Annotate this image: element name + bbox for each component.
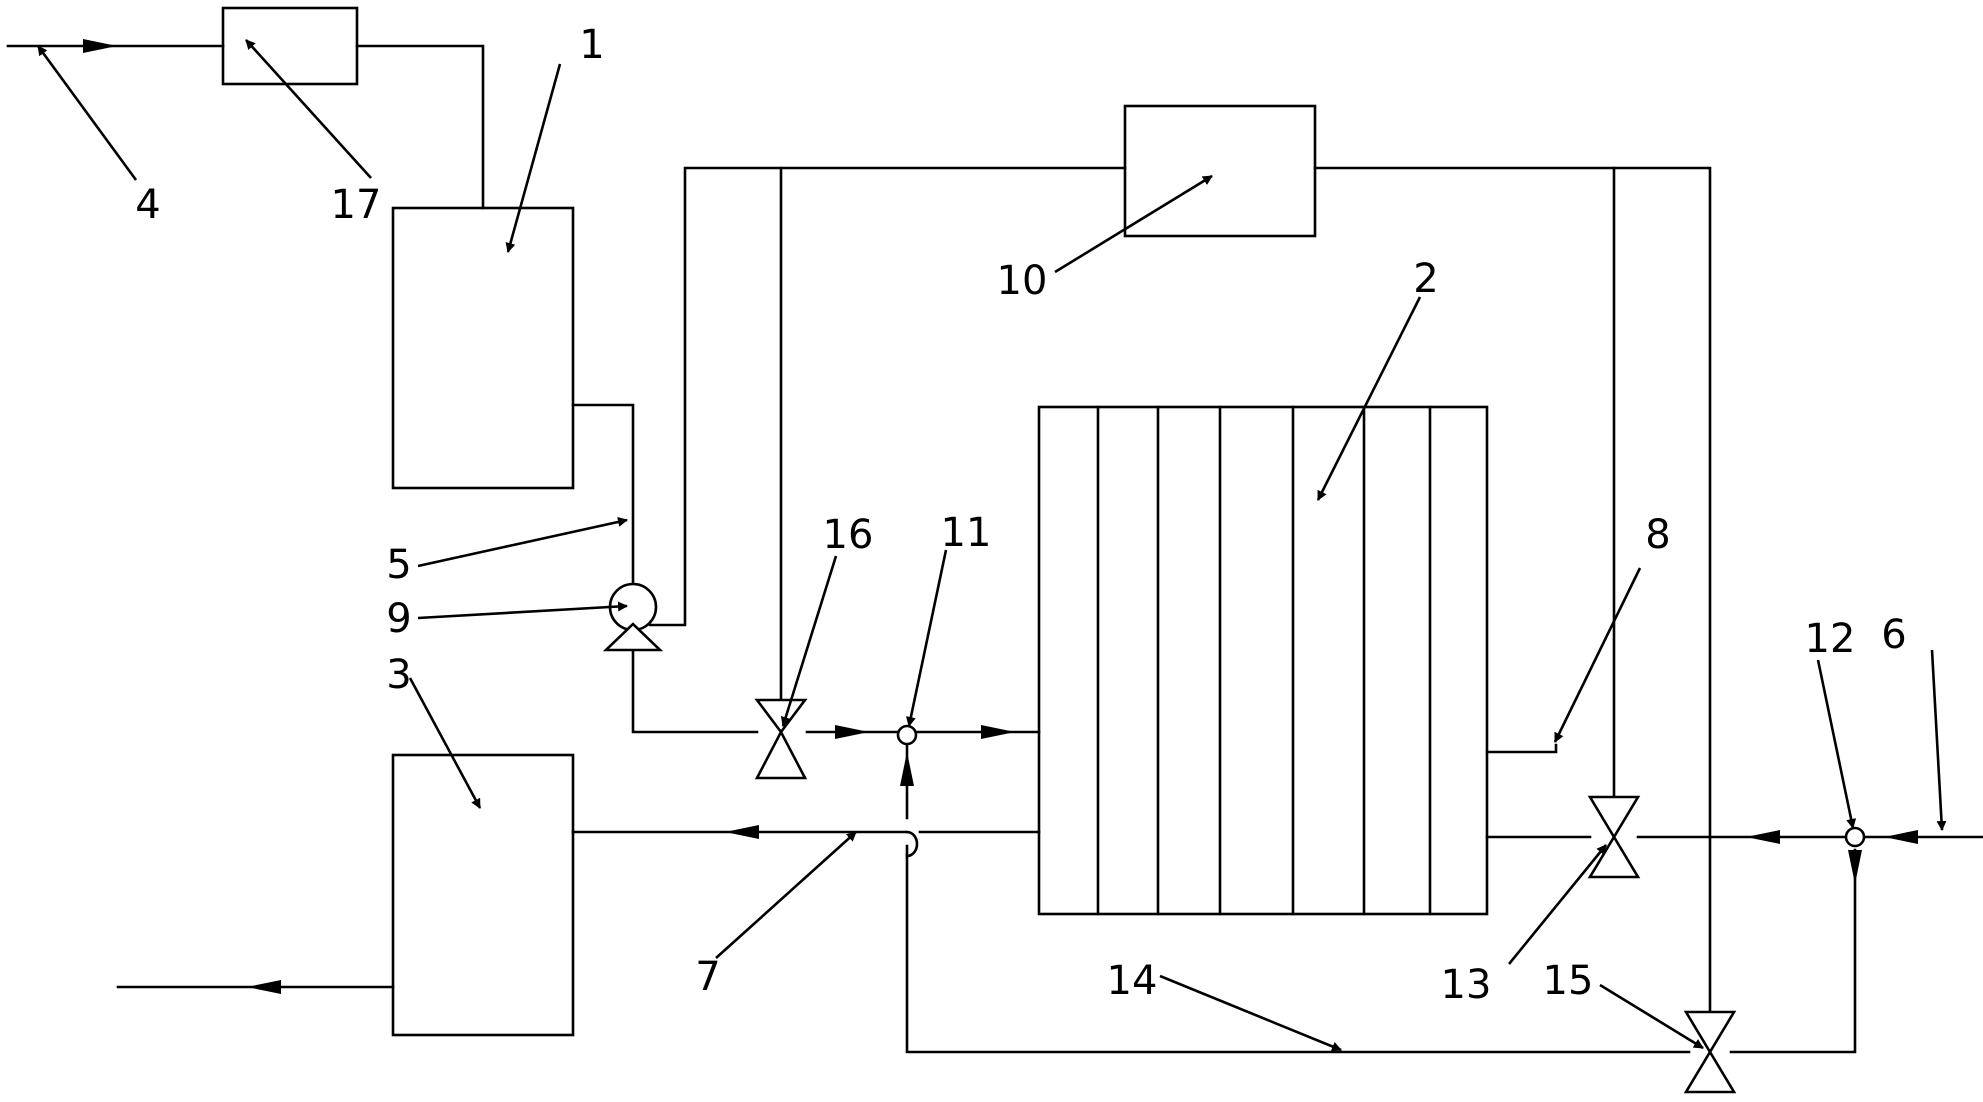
valve-13	[1587, 795, 1641, 879]
feed-line	[571, 403, 1041, 739]
membrane-stack-2	[1037, 405, 1489, 916]
label-13: 13	[1441, 962, 1492, 1008]
label-1: 1	[579, 22, 604, 68]
leader-lines	[36, 39, 1947, 1052]
junction-11	[896, 724, 918, 746]
filter-box-17	[221, 6, 359, 86]
retentate-line-7	[571, 825, 1041, 858]
heater-loop-line	[648, 166, 1712, 1022]
valve-15	[1683, 1010, 1737, 1094]
label-10: 10	[997, 258, 1048, 304]
label-4: 4	[135, 182, 160, 228]
label-8: 8	[1645, 512, 1670, 558]
label-3: 3	[386, 652, 411, 698]
valve-16	[754, 698, 808, 780]
label-14: 14	[1107, 958, 1158, 1004]
tank-3-outlet	[116, 980, 395, 994]
label-9: 9	[386, 596, 411, 642]
heater-box-10	[1123, 104, 1317, 238]
label-7: 7	[695, 954, 720, 1000]
label-5: 5	[386, 542, 411, 588]
label-11: 11	[941, 510, 992, 556]
label-17: 17	[331, 182, 382, 228]
tank-1	[391, 206, 575, 490]
bypass-line-14	[900, 742, 1862, 1054]
outlet-line-8	[1485, 743, 1558, 754]
label-6: 6	[1881, 612, 1906, 658]
junction-12	[1844, 826, 1866, 848]
label-2: 2	[1413, 256, 1438, 302]
pump-9	[602, 582, 664, 652]
label-12: 12	[1805, 616, 1856, 662]
label-16: 16	[823, 512, 874, 558]
tank-3	[391, 753, 575, 1037]
feed-line-6	[1485, 830, 1983, 844]
label-15: 15	[1543, 958, 1594, 1004]
